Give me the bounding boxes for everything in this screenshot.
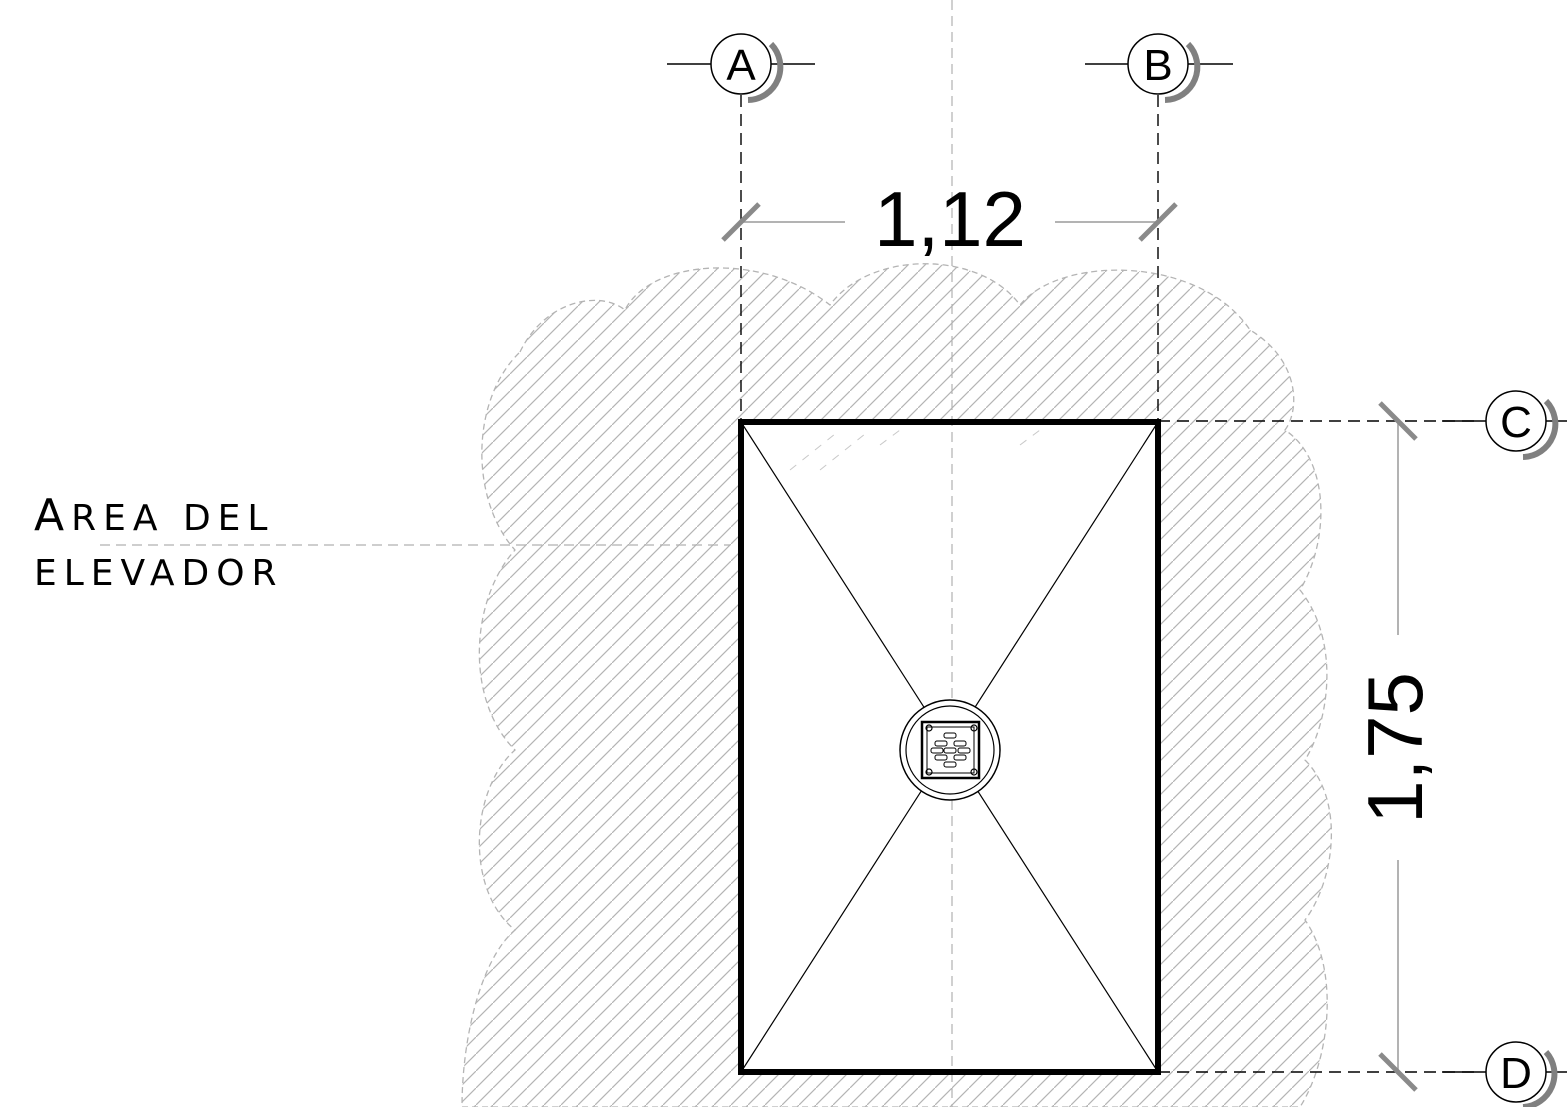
- hatched-wall-area: [461, 263, 1332, 1107]
- annotation-line-2: ELEVADOR: [34, 553, 284, 594]
- area-annotation: AREA DEL ELEVADOR: [34, 490, 284, 594]
- floor-drain-icon: [899, 699, 1001, 801]
- dimension-tick: [1378, 1052, 1418, 1092]
- grid-bubble-b: B: [1085, 33, 1233, 103]
- grid-label-c: C: [1500, 398, 1532, 447]
- height-dimension: 1,75: [1351, 401, 1439, 1092]
- grid-bubble-c: C: [1442, 390, 1567, 460]
- height-dimension-label: 1,75: [1351, 672, 1439, 824]
- grid-bubble-a: A: [667, 33, 815, 103]
- annotation-line-1: AREA DEL: [34, 490, 274, 541]
- dimension-tick: [721, 202, 761, 242]
- grid-label-a: A: [726, 41, 756, 90]
- center-lines: [100, 0, 953, 1107]
- dimension-tick: [1138, 202, 1178, 242]
- grid-label-b: B: [1143, 41, 1172, 90]
- grid-axis-lines: [740, 95, 1480, 1073]
- width-dimension-label: 1,12: [874, 175, 1026, 263]
- grid-label-d: D: [1500, 1049, 1532, 1098]
- width-dimension: 1,12: [721, 175, 1178, 263]
- dimension-tick: [1378, 401, 1418, 441]
- grid-bubble-d: D: [1442, 1041, 1567, 1107]
